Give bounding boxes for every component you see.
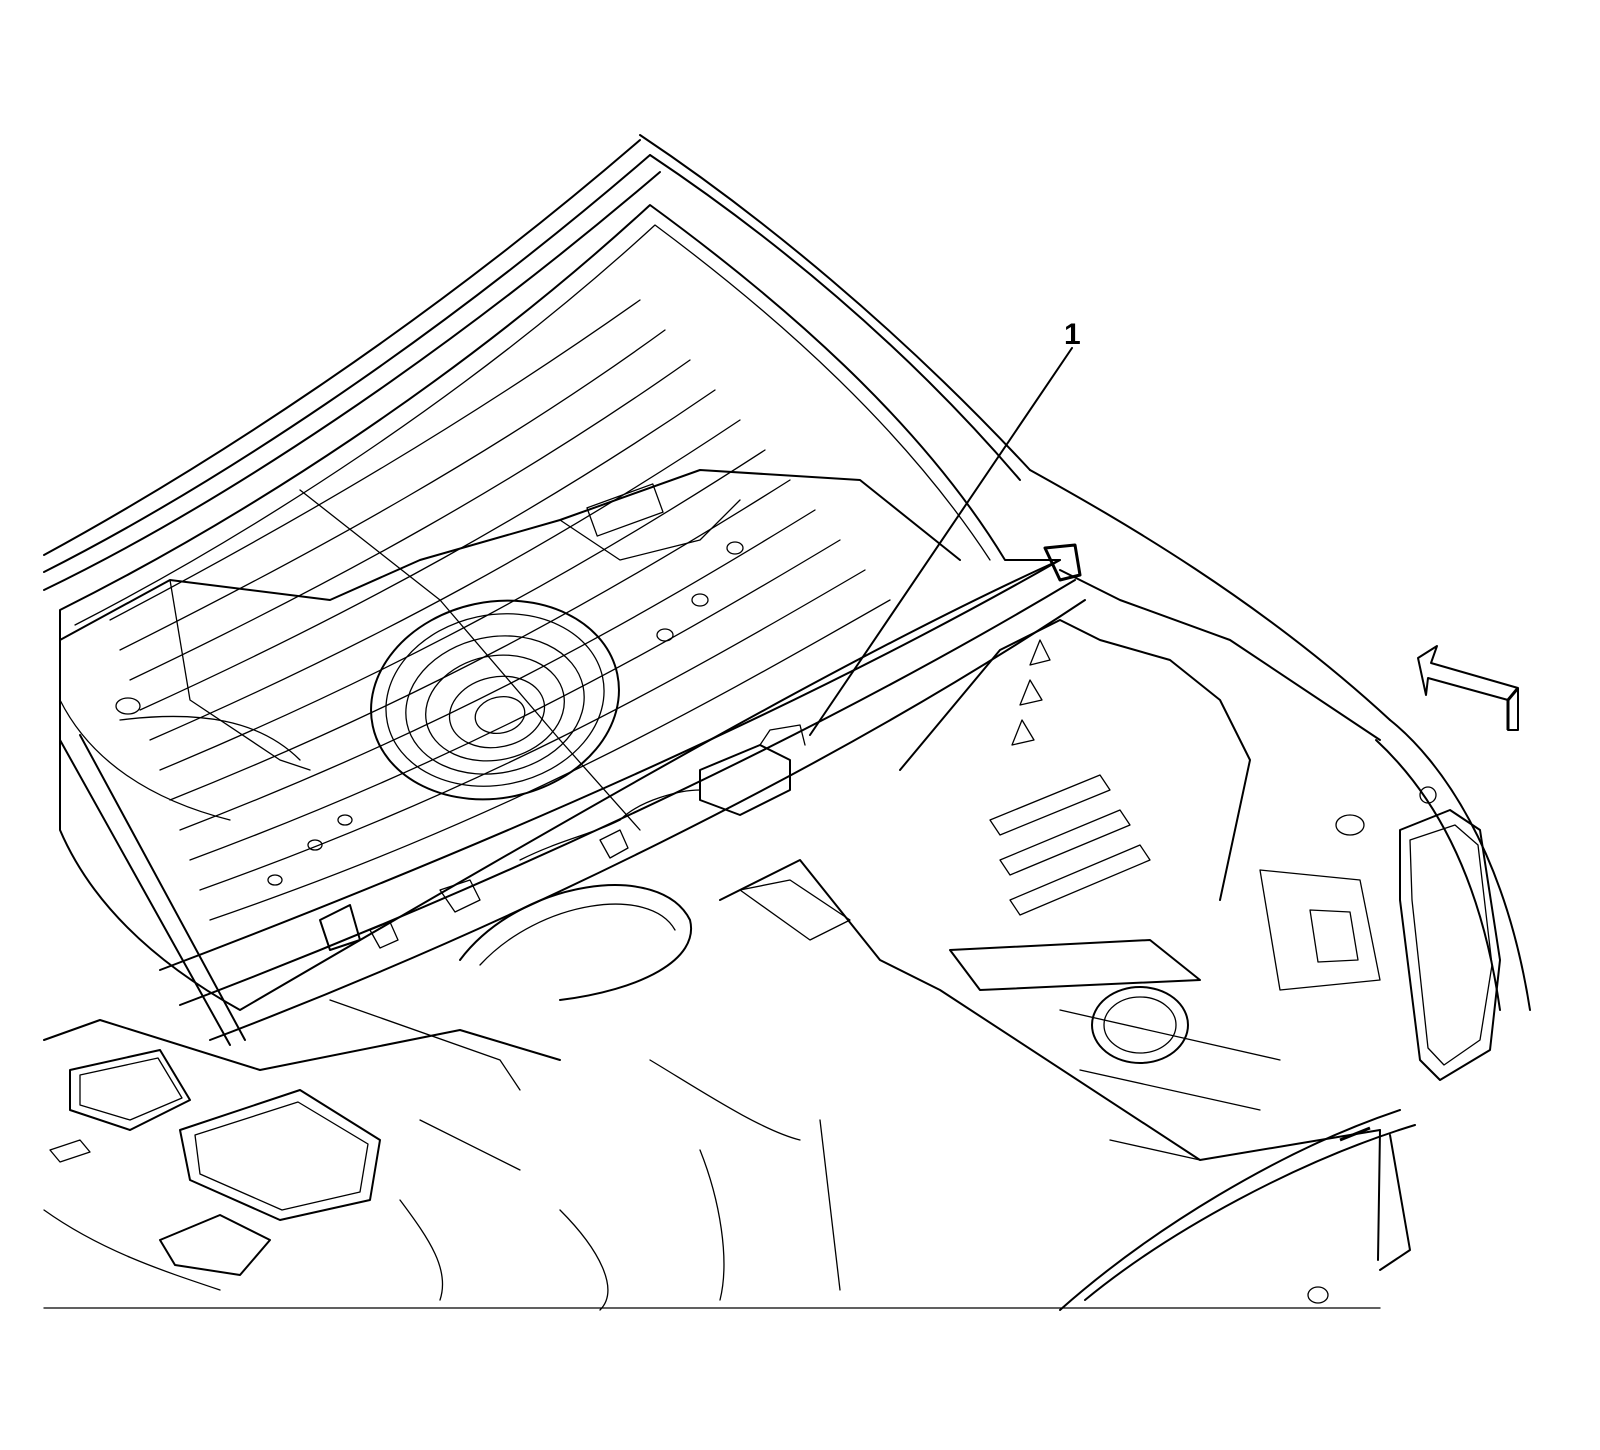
rear-body-lower [1059, 1109, 1416, 1311]
front-direction-arrow-icon [1417, 645, 1520, 731]
callout-1-leader-line [809, 347, 1073, 736]
harness-connector [319, 724, 806, 951]
trunk-floor [559, 859, 1381, 1311]
rear-floor-pan [43, 999, 561, 1301]
trunk-opening-rail [59, 543, 1086, 1046]
defroster-grid [109, 299, 891, 921]
callout-1-label: 1 [1064, 318, 1081, 351]
package-shelf [59, 469, 961, 886]
spare-tire-well [459, 884, 693, 1001]
rear-glass [59, 204, 1061, 1011]
rear-speaker [370, 599, 620, 801]
rear-window-frame [43, 134, 1531, 1011]
right-quarter-inner [899, 569, 1501, 1081]
